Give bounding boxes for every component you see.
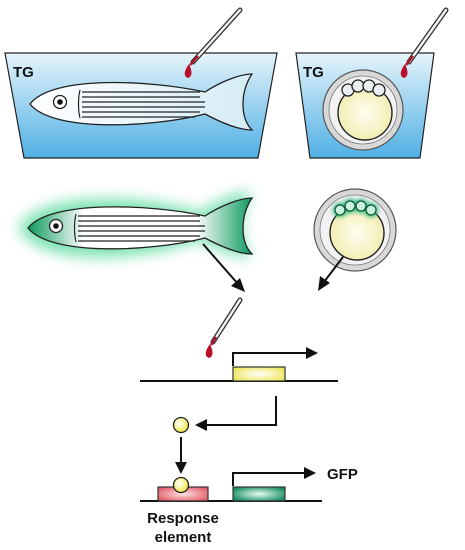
arrow-icon (318, 256, 344, 291)
right-tank: TG (295, 52, 435, 159)
left-tank: TG (4, 52, 278, 159)
fish-white (29, 73, 254, 131)
pipette-icon (184, 7, 243, 78)
ligand-circle-icon (172, 416, 190, 434)
embryo-green (313, 188, 397, 272)
gene-construct-2: GFP Response element (140, 466, 358, 546)
ligand-circle-icon (172, 476, 190, 494)
promoter-arrow-icon (232, 352, 308, 366)
tank-label-left: TG (13, 64, 34, 81)
tank-label-right: TG (303, 64, 324, 81)
reporter-gene-box (232, 366, 286, 382)
response-label-line2: element (155, 529, 212, 546)
gfp-label: GFP (327, 466, 358, 483)
pipette-icon (205, 297, 243, 358)
embryo (322, 69, 404, 151)
promoter-arrow-icon (232, 472, 306, 486)
gfp-gene-box (232, 486, 286, 502)
arrow-icon (195, 396, 277, 431)
arrow-icon (202, 243, 245, 292)
pipette-icon (400, 7, 449, 78)
fish-green (18, 190, 254, 258)
arrow-icon (175, 437, 187, 474)
response-label-line1: Response (147, 510, 219, 527)
gene-construct-1 (140, 347, 338, 382)
